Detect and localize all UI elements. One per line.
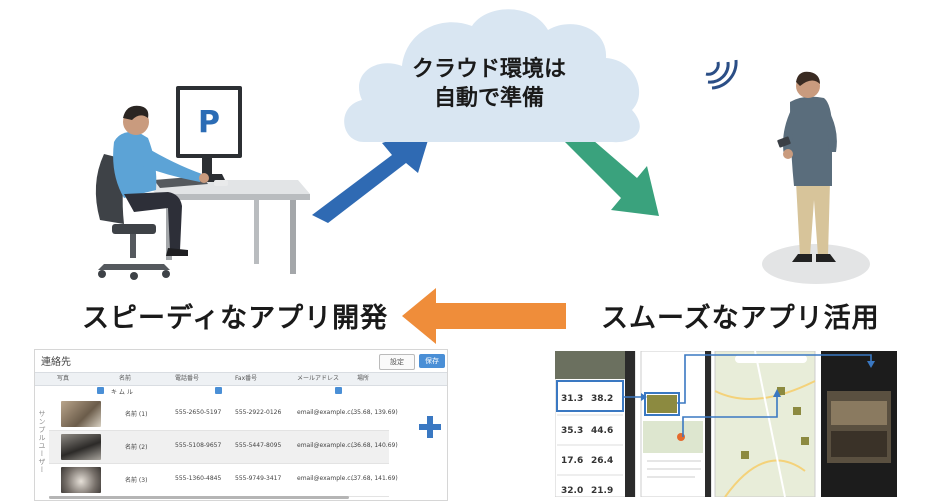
- cloud-text-line2: 自動で準備: [433, 86, 544, 111]
- column-header-email: メールアドレス: [297, 375, 340, 382]
- contact-phone: 555-5108-9657: [175, 442, 222, 449]
- value-d1: 32.0: [561, 486, 583, 496]
- horizontal-scrollbar[interactable]: [49, 496, 349, 499]
- contacts-app-screenshot: 連絡先 設定 保存 写真 名前 電話番号 Fax番号 メールアドレス 場所 キ …: [34, 349, 448, 501]
- filter-toggle-icon[interactable]: [97, 387, 104, 394]
- filter-input[interactable]: キ ム ル: [111, 389, 133, 396]
- cat-photo-thumbnail: [61, 434, 101, 460]
- caption-rapid-dev: スピーディなアプリ開発: [82, 303, 389, 334]
- contact-location: (36.68, 140.69): [351, 442, 398, 449]
- settings-button[interactable]: 設定: [379, 354, 415, 370]
- cat-photo-thumbnail: [61, 401, 101, 427]
- cloud-shape: [344, 9, 640, 143]
- table-row[interactable]: 名前 (1) 555-2650-5197 555-2922-0126 email…: [49, 398, 398, 431]
- contact-location: (37.68, 141.69): [351, 475, 398, 482]
- save-button[interactable]: 保存: [419, 354, 445, 368]
- value-d2: 21.9: [591, 486, 613, 496]
- cat-photo-thumbnail: [61, 467, 101, 493]
- contact-name: 名前 (3): [125, 477, 148, 484]
- filter-toggle-icon[interactable]: [215, 387, 222, 394]
- contact-email: email@example.c...: [297, 442, 357, 449]
- table-row[interactable]: 名前 (3) 555-1360-4845 555-9749-3417 email…: [49, 464, 398, 497]
- wifi-signal-icon: [705, 59, 738, 90]
- value-a1: 31.3: [561, 394, 583, 404]
- column-header-location: 場所: [357, 375, 370, 382]
- contact-phone: 555-2650-5197: [175, 409, 222, 416]
- value-c1: 17.6: [561, 456, 583, 466]
- value-b1: 35.3: [561, 426, 583, 436]
- value-a2: 38.2: [591, 394, 613, 404]
- sample-user-label: サンプルユーザー: [38, 410, 46, 474]
- table-title: 連絡先: [41, 357, 71, 368]
- filter-toggle-icon[interactable]: [335, 387, 342, 394]
- developer-illustration: P: [95, 86, 310, 280]
- table-header: 写真 名前 電話番号 Fax番号 メールアドレス 場所: [35, 372, 447, 386]
- contact-fax: 555-5447-8095: [235, 442, 282, 449]
- filter-row: キ ム ル: [35, 385, 447, 397]
- table-row[interactable]: 名前 (2) 555-5108-9657 555-5447-8095 email…: [49, 431, 398, 464]
- contact-fax: 555-2922-0126: [235, 409, 282, 416]
- mobile-app-screenshots: 31.3 38.2 35.3 44.6 17.6 26.4 32.0 21.9: [555, 351, 897, 497]
- deploy-arrow: [563, 128, 659, 216]
- column-header-fax: Fax番号: [235, 375, 258, 382]
- cloud-text-line1: クラウド環境は: [411, 57, 566, 82]
- contact-fax: 555-9749-3417: [235, 475, 282, 482]
- add-plus-icon[interactable]: [419, 416, 441, 438]
- value-b2: 44.6: [591, 426, 613, 436]
- column-header-name: 名前: [119, 375, 132, 382]
- contact-name: 名前 (2): [125, 444, 148, 451]
- caption-smooth-use: スムーズなアプリ活用: [601, 303, 880, 334]
- mobile-user-illustration: [762, 71, 870, 284]
- contact-email: email@example.c...: [297, 475, 357, 482]
- upload-arrow: [312, 127, 432, 223]
- contact-phone: 555-1360-4845: [175, 475, 222, 482]
- value-c2: 26.4: [591, 456, 613, 466]
- feedback-arrow: [402, 288, 566, 344]
- contact-name: 名前 (1): [125, 411, 148, 418]
- column-header-phone: 電話番号: [175, 375, 200, 382]
- contact-email: email@example.c...: [297, 409, 357, 416]
- column-header-photo: 写真: [57, 375, 70, 382]
- monitor-logo-icon: P: [198, 105, 220, 140]
- contact-location: (35.68, 139.69): [351, 409, 398, 416]
